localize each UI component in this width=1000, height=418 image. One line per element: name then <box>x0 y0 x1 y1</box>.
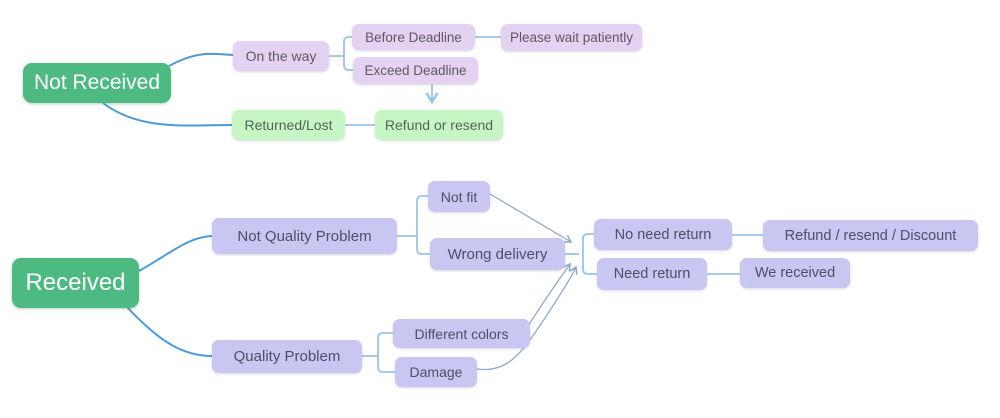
node-before-deadline[interactable]: Before Deadline <box>352 24 475 50</box>
node-need-return[interactable]: Need return <box>597 258 707 290</box>
node-returned-lost[interactable]: Returned/Lost <box>232 110 345 140</box>
edge-junction-bracket <box>582 233 597 275</box>
node-damage[interactable]: Damage <box>395 357 477 387</box>
edge-quality-bracket <box>377 332 395 373</box>
node-on-the-way[interactable]: On the way <box>233 41 329 71</box>
edge-different-colors-junction <box>527 264 570 327</box>
edge-on-the-way-bracket <box>343 36 353 71</box>
node-not-received[interactable]: Not Received <box>23 63 171 103</box>
node-not-quality-problem[interactable]: Not Quality Problem <box>212 218 397 254</box>
node-not-fit[interactable]: Not fit <box>428 181 490 212</box>
edge-not-fit-junction <box>489 193 571 242</box>
node-refund-or-resend[interactable]: Refund or resend <box>375 110 503 140</box>
edge-received-not-quality-problem <box>138 235 213 272</box>
node-please-wait-patiently[interactable]: Please wait patiently <box>501 24 642 51</box>
edge-not-received-on-the-way <box>168 52 234 67</box>
edge-not-received-returned-lost <box>102 102 233 127</box>
edge-damage-junction <box>476 267 576 371</box>
node-no-need-return[interactable]: No need return <box>594 219 732 250</box>
node-quality-problem[interactable]: Quality Problem <box>212 340 362 373</box>
node-received[interactable]: Received <box>12 258 139 308</box>
node-wrong-delivery[interactable]: Wrong delivery <box>430 238 565 270</box>
edge-received-quality-problem <box>126 306 213 357</box>
node-we-received[interactable]: We received <box>740 258 850 288</box>
node-exceed-deadline[interactable]: Exceed Deadline <box>353 57 478 84</box>
node-refund-resend-discount[interactable]: Refund / resend / Discount <box>763 220 978 251</box>
node-different-colors[interactable]: Different colors <box>393 319 530 348</box>
edge-not-quality-bracket <box>416 195 430 255</box>
